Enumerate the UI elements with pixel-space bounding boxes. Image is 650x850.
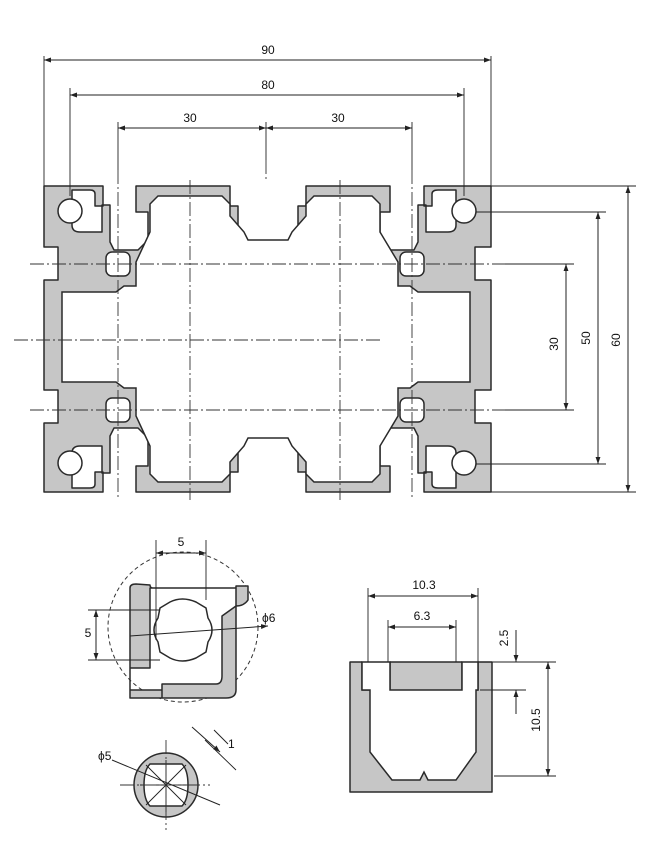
corner-hole-bottom-left [57,450,83,476]
detail-core-height-label: 5 [85,626,92,640]
corner-hole-top-left [57,198,83,224]
detail-core-bore [153,598,213,662]
dim-label-pitch-left: 30 [183,111,197,125]
main-profile-section [43,185,492,493]
detail-core-section [129,583,249,699]
dim-label-pitch-right: 30 [331,111,345,125]
detail-slot-outer-label: 10.3 [412,578,436,592]
central-cavity [61,195,471,483]
detail-core-diameter-label: ϕ6 [262,611,276,625]
detail-corner-wall-label: 1 [228,737,235,751]
corner-hole-bottom-right [451,450,477,476]
main-centerlines [14,160,505,500]
main-vertical-dimensions: 60 50 30 [476,185,636,493]
dim-line-corner-diameter [111,759,221,806]
dim-label-height-total: 60 [609,333,623,347]
dim-label-height-inner: 50 [579,331,593,345]
detail-core-width-label: 5 [178,535,185,549]
dim-label-width-total: 90 [261,43,275,57]
corner-hole-top-right [451,198,477,224]
detail-slot-inner-label: 6.3 [414,609,431,623]
dim-label-width-inner: 80 [261,78,275,92]
dim-line-core-diameter [129,624,269,637]
detail-corner-hole: ϕ5 1 [98,726,237,830]
dim-label-height-pitch: 30 [547,337,561,351]
detail-slot-cavity [361,661,479,781]
detail-t-slot: 10.3 6.3 2.5 10.5 [349,578,556,793]
detail-corner-diameter-label: ϕ5 [98,749,112,763]
detail-slot-depth-label: 10.5 [529,708,543,732]
detail-core-hole: 5 5 ϕ6 [85,535,276,703]
main-horizontal-dimensions: 90 80 30 30 [43,43,492,196]
detail-slot-lip-label: 2.5 [497,629,511,646]
